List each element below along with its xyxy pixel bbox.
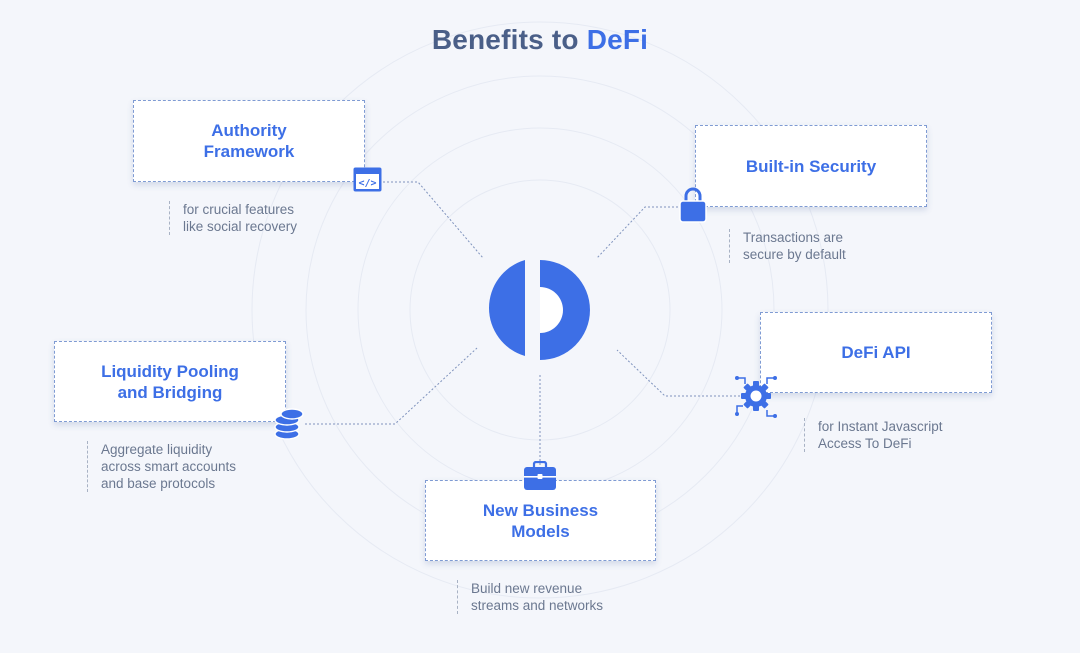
benefit-title: Authority Framework xyxy=(203,121,295,161)
connector-authority xyxy=(383,181,484,259)
benefit-description: Transactions are secure by default xyxy=(729,229,846,263)
svg-text:</>: </> xyxy=(358,178,376,189)
benefit-description: for Instant Javascript Access To DeFi xyxy=(804,418,943,452)
title-prefix: Benefits to xyxy=(431,24,579,55)
connector-liquidity xyxy=(305,347,478,425)
benefit-title: DeFi API xyxy=(841,343,911,362)
benefit-card-liquidity-pooling: Liquidity Pooling and Bridging xyxy=(54,341,286,422)
connector-security xyxy=(596,206,678,259)
benefit-title: Liquidity Pooling and Bridging xyxy=(101,361,239,402)
page-title: Benefits to DeFi xyxy=(0,24,1080,56)
benefit-description: Aggregate liquidity across smart account… xyxy=(87,441,236,492)
benefit-description: Build new revenue streams and networks xyxy=(457,580,603,614)
title-accent: DeFi xyxy=(586,24,649,55)
briefcase-icon xyxy=(524,461,556,490)
benefit-card-authority-framework: Authority Framework xyxy=(133,100,365,182)
code-window-icon: </> xyxy=(353,167,382,192)
gear-circuit-icon xyxy=(735,376,777,418)
defi-logo-icon xyxy=(489,260,590,360)
benefit-description: for crucial features like social recover… xyxy=(169,201,297,235)
benefit-card-defi-api: DeFi API xyxy=(760,312,992,393)
benefit-card-built-in-security: Built-in Security xyxy=(695,125,927,207)
padlock-icon xyxy=(679,187,707,223)
coin-stack-icon xyxy=(274,408,304,440)
benefit-card-new-business-models: New Business Models xyxy=(425,480,656,561)
connector-defi-api xyxy=(616,349,740,397)
benefit-title: Built-in Security xyxy=(745,156,877,176)
benefit-title: New Business Models xyxy=(482,500,599,541)
